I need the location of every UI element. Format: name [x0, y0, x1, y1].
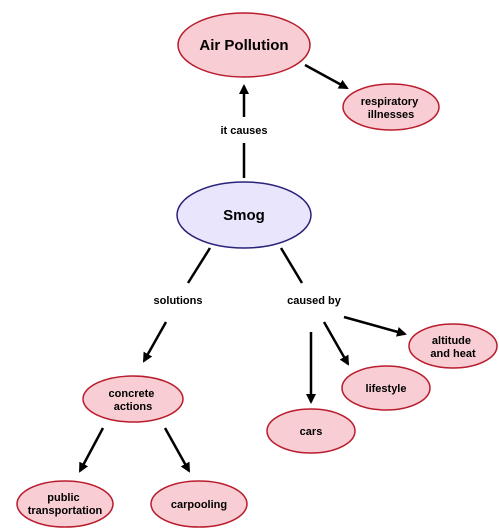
node-air-pollution: Air Pollution: [177, 12, 311, 78]
svg-text:respiratory illnesses: respiratory illnesses: [361, 96, 422, 121]
node-altitude-and-heat: altitude and heat: [408, 323, 498, 369]
edge-smog-to-caused-by: [279, 247, 304, 284]
svg-text:altitude and heat: altitude and heat: [430, 335, 476, 360]
svg-text:lifestyle: lifestyle: [366, 383, 407, 395]
edge-label-caused-by: caused by: [287, 295, 342, 307]
svg-text:Smog: Smog: [223, 207, 265, 224]
svg-text:public transportation: public transportation: [28, 492, 103, 517]
node-public-transportation: public transportation: [16, 480, 114, 528]
edge-label-it-causes: it causes: [220, 125, 267, 137]
node-cars: cars: [266, 408, 356, 454]
edge-air-pollution-to-respiratory: [304, 63, 349, 90]
edge-solutions-to-concrete-actions: [142, 321, 168, 363]
svg-text:carpooling: carpooling: [171, 499, 227, 511]
edge-concrete-to-carpooling: [163, 427, 191, 473]
node-concrete-actions: concrete actions: [82, 375, 184, 423]
edges: [78, 63, 407, 473]
node-lifestyle: lifestyle: [341, 365, 431, 411]
svg-text:concrete actions: concrete actions: [109, 388, 158, 413]
node-carpooling: carpooling: [150, 480, 248, 528]
edge-concrete-to-public: [78, 427, 105, 473]
node-respiratory-illnesses: respiratory illnesses: [342, 83, 440, 131]
svg-text:Air Pollution: Air Pollution: [199, 37, 288, 54]
edge-caused-by-to-lifestyle: [322, 321, 350, 366]
edge-caused-by-to-altitude: [343, 315, 407, 337]
svg-text:cars: cars: [300, 426, 323, 438]
node-smog: Smog: [176, 181, 312, 249]
edge-label-solutions: solutions: [154, 295, 203, 307]
edge-smog-to-solutions: [186, 247, 212, 284]
